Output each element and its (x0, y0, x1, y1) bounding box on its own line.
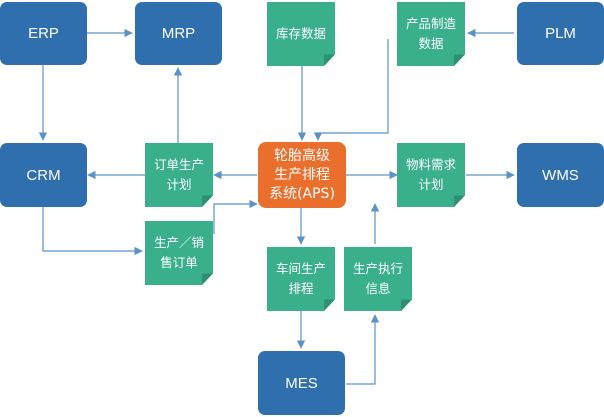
arrow-prod-sales-order-to-aps (213, 199, 258, 234)
wms-label: WMS (542, 166, 579, 184)
prod-sales-order-line-2: 售订单 (160, 255, 198, 270)
aps-line-1: 轮胎高级 (274, 147, 330, 164)
execution-info-doc[interactable]: 生产执行 信息 (344, 247, 412, 311)
arrow-crm-to-prod-sales-order (42, 207, 143, 256)
aps-line-2: 生产排程 (274, 166, 330, 183)
erp-label: ERP (28, 25, 59, 42)
arrow-mes-to-exec-info (346, 314, 380, 385)
order-production-plan-doc[interactable]: 订单生产 计划 (145, 143, 213, 207)
product-data-line-2: 数据 (418, 36, 444, 51)
exec-info-line-1: 生产执行 (352, 261, 403, 276)
product-manufacturing-data-doc[interactable]: 产品制造 数据 (397, 2, 465, 66)
mrp-node[interactable]: MRP (135, 2, 222, 65)
production-sales-order-doc[interactable]: 生产／销 售订单 (145, 221, 213, 285)
mes-label: MES (285, 374, 318, 392)
inventory-data-doc[interactable]: 库存数据 (267, 2, 335, 66)
erp-node[interactable]: ERP (0, 2, 87, 65)
wms-node[interactable]: WMS (517, 143, 604, 207)
crm-label: CRM (26, 166, 61, 184)
inventory-data-text: 库存数据 (275, 26, 326, 41)
material-plan-line-1: 物料需求 (405, 157, 456, 172)
plm-label: PLM (545, 25, 576, 42)
product-data-line-1: 产品制造 (405, 16, 456, 31)
material-requirement-plan-doc[interactable]: 物料需求 计划 (397, 143, 465, 207)
order-plan-line-1: 订单生产 (153, 157, 204, 172)
plm-node[interactable]: PLM (517, 2, 604, 65)
prod-sales-order-line-1: 生产／销 (153, 235, 204, 250)
mes-node[interactable]: MES (258, 351, 345, 415)
mrp-label: MRP (161, 25, 196, 42)
exec-info-line-2: 信息 (365, 281, 391, 296)
workshop-schedule-line-1: 车间生产 (275, 261, 326, 276)
workshop-schedule-line-2: 排程 (288, 281, 314, 296)
material-plan-line-2: 计划 (418, 177, 444, 192)
order-plan-line-2: 计划 (166, 177, 192, 192)
arrow-product-data-to-aps (313, 39, 389, 141)
crm-node[interactable]: CRM (0, 143, 87, 207)
aps-line-3: 系统(APS) (269, 185, 335, 202)
aps-core-node[interactable]: 轮胎高级 生产排程 系统(APS) (258, 142, 346, 208)
workshop-schedule-doc[interactable]: 车间生产 排程 (267, 247, 335, 311)
